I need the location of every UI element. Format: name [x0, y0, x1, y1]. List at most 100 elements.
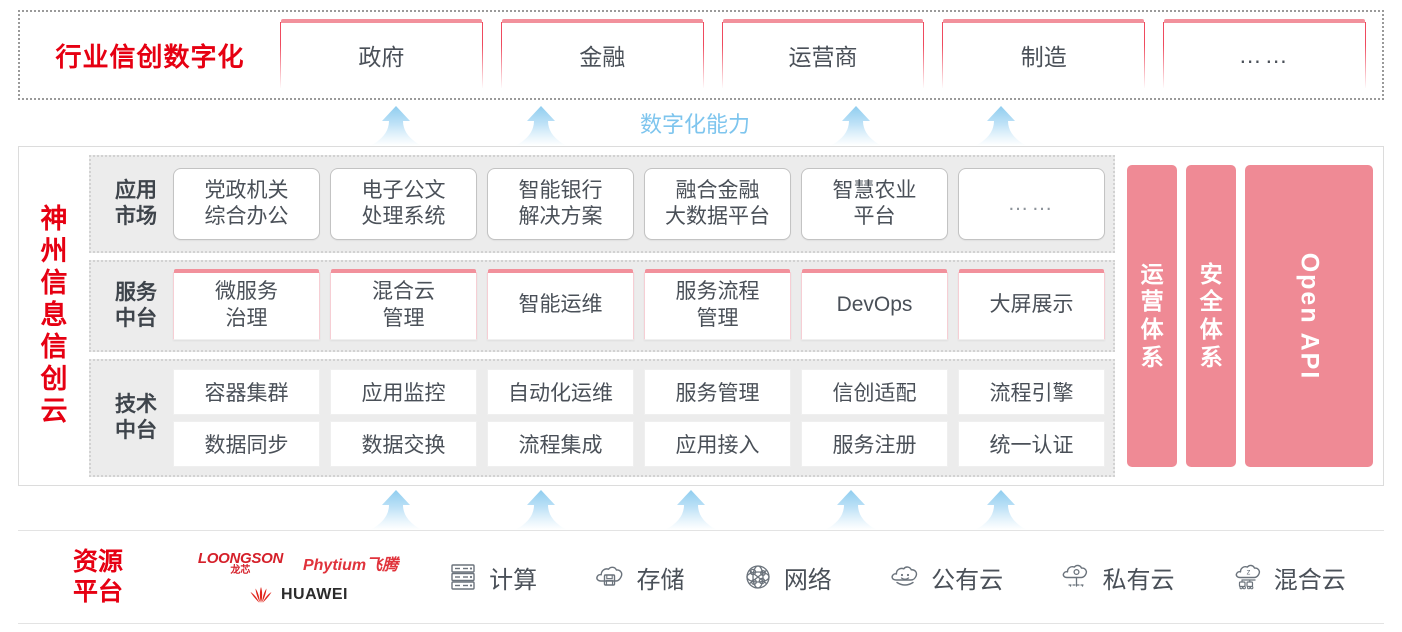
tech-box-data-exchange[interactable]: 数据交换	[330, 421, 477, 467]
vendor-logo-row-2: HUAWEI	[248, 586, 348, 604]
resource-platform-title: 资源 平台	[72, 548, 123, 606]
service-box-dashboard[interactable]: 大屏展示	[958, 269, 1105, 340]
phytium-logo: Phytium飞腾	[302, 557, 399, 574]
cloud-title-char: 息	[40, 300, 68, 331]
app-market-cells: 党政机关综合办公 电子公文处理系统 智能银行解决方案 融合金融大数据平台 智慧农…	[173, 157, 1105, 251]
up-arrow-icon	[513, 490, 569, 530]
pillar-operations-system[interactable]: 运 营 体 系	[1127, 165, 1178, 467]
resource-item-label: 私有云	[1102, 566, 1175, 594]
tech-box-app-access[interactable]: 应用接入	[644, 421, 791, 467]
up-arrow-icon	[368, 490, 424, 530]
app-box-finance-bigdata[interactable]: 融合金融大数据平台	[644, 168, 791, 240]
side-pillars: 运 营 体 系 安 全 体 系 Open API	[1123, 155, 1373, 477]
industry-box-label: 制造	[1020, 44, 1067, 70]
resource-item-hybrid-cloud[interactable]: z 混合云	[1231, 560, 1346, 595]
resource-item-network[interactable]: 网络	[741, 560, 832, 595]
industry-box-label: 政府	[358, 44, 405, 70]
up-arrow-icon	[973, 490, 1029, 530]
service-box-microservice-governance[interactable]: 微服务治理	[173, 269, 320, 340]
cloud-title-char: 创	[40, 363, 68, 394]
industry-band: 行业信创数字化 政府 金融 运营商 制造 ……	[18, 10, 1384, 100]
industry-band-title: 行业信创数字化	[55, 41, 245, 72]
tier-row-tech-platform: 技术 中台 容器集群 应用监控 自动化运维 服务管理 信创适配 流程引擎 数据同…	[89, 359, 1115, 477]
industry-box-label: 金融	[579, 44, 626, 70]
hybrid-cloud-icon: z	[1235, 564, 1260, 590]
cloud-title-char: 州	[40, 236, 68, 267]
tier-label-service-platform: 服务 中台	[115, 281, 157, 330]
tech-box-process-engine[interactable]: 流程引擎	[958, 369, 1105, 415]
tech-box-process-integration[interactable]: 流程集成	[487, 421, 634, 467]
vendor-logo-row-1: LOONGSON 龙芯 Phytium飞腾	[198, 551, 398, 576]
tech-box-service-mgmt[interactable]: 服务管理	[644, 369, 791, 415]
cloud-title-char: 神	[40, 204, 68, 235]
industry-box-label: 运营商	[788, 44, 858, 70]
industry-box-government[interactable]: 政府	[280, 19, 483, 88]
pillar-label: Open API	[1295, 252, 1324, 380]
resource-item-label: 公有云	[931, 566, 1004, 594]
app-box-more[interactable]: ……	[958, 168, 1105, 240]
app-box-edoc-system[interactable]: 电子公文处理系统	[330, 168, 477, 240]
up-arrow-icon	[823, 490, 879, 530]
cloud-title-char: 信	[40, 331, 68, 362]
tech-box-automated-ops[interactable]: 自动化运维	[487, 369, 634, 415]
capability-arrow-gap: 数字化能力	[0, 102, 1402, 146]
tier-label-tech-platform: 技术 中台	[115, 393, 157, 442]
service-box-process-mgmt[interactable]: 服务流程管理	[644, 269, 791, 340]
resource-item-list: 计算 存储	[418, 560, 1384, 595]
pillar-security-system[interactable]: 安 全 体 系	[1186, 165, 1237, 467]
industry-box-more[interactable]: ……	[1163, 19, 1366, 88]
resource-item-label: 混合云	[1273, 566, 1346, 594]
cloud-platform-panel: 神 州 信 息 信 创 云 应用 市场 党政机关综合办公 电子公文处理系统 智能…	[18, 146, 1384, 486]
service-box-hybrid-cloud-mgmt[interactable]: 混合云管理	[330, 269, 477, 340]
app-box-smart-bank[interactable]: 智能银行解决方案	[487, 168, 634, 240]
up-arrow-icon	[973, 106, 1029, 146]
tech-box-service-registry[interactable]: 服务注册	[801, 421, 948, 467]
tier-rows: 应用 市场 党政机关综合办公 电子公文处理系统 智能银行解决方案 融合金融大数据…	[89, 155, 1115, 477]
public-cloud-icon	[891, 566, 918, 586]
tier-row-app-market: 应用 市场 党政机关综合办公 电子公文处理系统 智能银行解决方案 融合金融大数据…	[89, 155, 1115, 253]
service-box-devops[interactable]: DevOps	[801, 269, 948, 340]
resource-platform-band: 资源 平台 LOONGSON 龙芯 Phytium飞腾	[18, 530, 1384, 624]
pillar-label: 运 营 体 系	[1140, 260, 1164, 370]
resource-arrow-gap	[0, 488, 1402, 530]
app-box-smart-agriculture[interactable]: 智慧农业平台	[801, 168, 948, 240]
tech-box-unified-auth[interactable]: 统一认证	[958, 421, 1105, 467]
industry-box-manufacturing[interactable]: 制造	[942, 19, 1146, 88]
service-box-aiops[interactable]: 智能运维	[487, 269, 634, 340]
industry-box-list: 政府 金融 运营商 制造 ……	[280, 19, 1382, 88]
industry-box-finance[interactable]: 金融	[500, 19, 704, 88]
app-box-party-office[interactable]: 党政机关综合办公	[173, 168, 320, 240]
up-arrow-icon	[368, 106, 424, 146]
cloud-title-char: 信	[40, 268, 68, 299]
server-rack-icon	[451, 564, 475, 590]
loongson-logo: LOONGSON 龙芯	[197, 549, 283, 576]
resource-item-storage[interactable]: 存储	[593, 560, 684, 595]
industry-box-telecom[interactable]: 运营商	[721, 19, 925, 88]
cloud-title-char: 云	[40, 395, 68, 426]
tech-box-data-sync[interactable]: 数据同步	[173, 421, 320, 467]
resource-item-private-cloud[interactable]: 私有云	[1059, 560, 1174, 595]
service-platform-cells: 微服务治理 混合云管理 智能运维 服务流程管理 DevOps 大屏展示	[173, 262, 1105, 350]
resource-item-compute[interactable]: 计算	[446, 560, 537, 595]
resource-item-public-cloud[interactable]: 公有云	[888, 560, 1003, 595]
huawei-logo: HUAWEI	[248, 586, 348, 604]
pillar-open-api[interactable]: Open API	[1245, 165, 1373, 467]
industry-box-label: ……	[1238, 41, 1291, 68]
huawei-flower-icon	[250, 586, 272, 603]
resource-item-label: 计算	[489, 566, 538, 594]
up-arrow-icon	[828, 106, 884, 146]
tech-box-app-monitoring[interactable]: 应用监控	[330, 369, 477, 415]
tech-box-container-cluster[interactable]: 容器集群	[173, 369, 320, 415]
up-arrow-icon	[513, 106, 569, 146]
huawei-wordmark: HUAWEI	[281, 585, 348, 603]
network-mesh-icon	[746, 565, 770, 589]
tech-platform-cells: 容器集群 应用监控 自动化运维 服务管理 信创适配 流程引擎 数据同步 数据交换…	[173, 361, 1105, 475]
private-cloud-icon	[1063, 564, 1088, 588]
vendor-logo-group: LOONGSON 龙芯 Phytium飞腾 HUAWEI	[178, 551, 418, 604]
tech-row-1: 容器集群 应用监控 自动化运维 服务管理 信创适配 流程引擎	[173, 369, 1105, 415]
cloud-panel-body: 应用 市场 党政机关综合办公 电子公文处理系统 智能银行解决方案 融合金融大数据…	[89, 147, 1383, 485]
svg-text:z: z	[1246, 568, 1250, 577]
resource-item-label: 存储	[636, 566, 685, 594]
tech-box-xinchuang-adaptation[interactable]: 信创适配	[801, 369, 948, 415]
tier-label-app-market: 应用 市场	[115, 179, 157, 228]
